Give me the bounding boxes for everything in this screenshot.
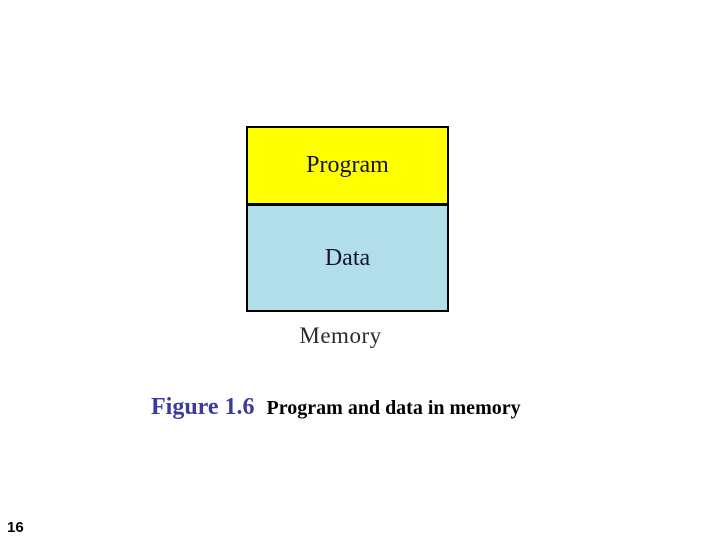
memory-diagram: Program Data	[246, 126, 449, 312]
data-section: Data	[248, 206, 447, 310]
program-section: Program	[248, 128, 447, 206]
page-number: 16	[7, 519, 24, 536]
figure-title: Program and data in memory	[266, 397, 521, 419]
data-label: Data	[324, 244, 371, 271]
figure-label: Figure 1.6	[151, 394, 255, 420]
program-label: Program	[306, 152, 389, 178]
memory-label: Memory	[299, 323, 382, 348]
figure-caption: Figure 1.6 Program and data in memory	[151, 394, 521, 421]
